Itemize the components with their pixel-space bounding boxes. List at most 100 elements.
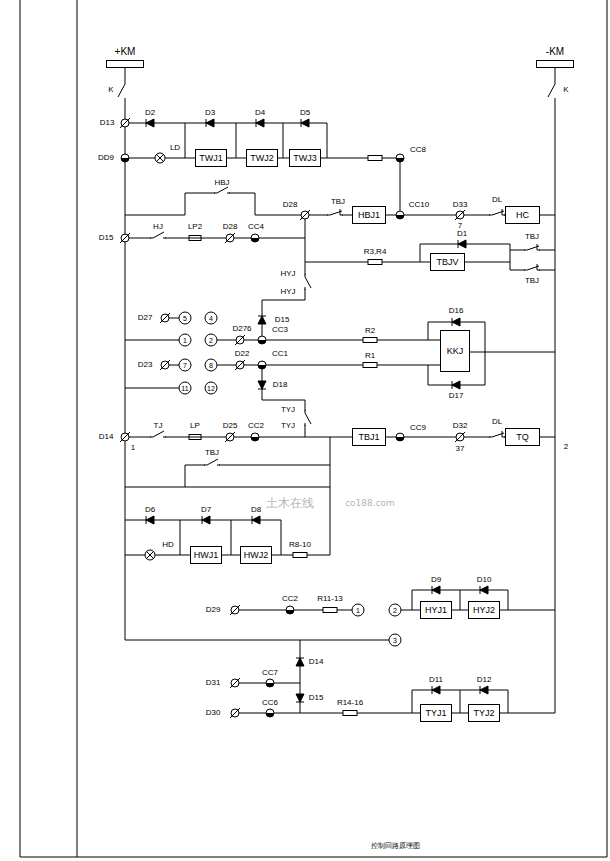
diodes xyxy=(146,119,488,702)
diode-symbol xyxy=(256,119,264,127)
terminal-symbol xyxy=(455,210,465,220)
coil-name: HYJ1 xyxy=(425,606,447,615)
circuit-label: 1 xyxy=(131,444,135,452)
diode-symbol xyxy=(480,686,488,694)
connector-symbol xyxy=(251,234,259,242)
resistor-symbol xyxy=(368,260,382,265)
pin-circle xyxy=(179,382,191,394)
circuit-label: D2 xyxy=(145,109,155,117)
circuit-label: 7 xyxy=(458,222,462,230)
wire-connector xyxy=(227,158,246,159)
circuit-label: LP xyxy=(190,422,200,430)
relay-coil-box: HWJ2 xyxy=(240,546,272,564)
circuit-label: D16 xyxy=(449,307,464,315)
circuit-label: DL xyxy=(492,418,502,426)
circuit-label: D25 xyxy=(223,422,238,430)
terminal-symbol xyxy=(160,360,170,370)
resistor-symbol xyxy=(343,711,357,716)
contact-symbol xyxy=(214,187,230,196)
terminal-symbol xyxy=(455,432,465,442)
coil-name: KKJ xyxy=(447,347,464,356)
bus-bar: -KM xyxy=(536,60,574,68)
contact-symbol xyxy=(524,244,540,253)
resistor-symbol xyxy=(368,156,382,161)
diode-symbol xyxy=(458,240,466,248)
diode-symbol xyxy=(258,316,266,324)
contact-symbol xyxy=(489,431,505,440)
relay-coil-box: HYJ2 xyxy=(468,601,500,619)
connector-symbol xyxy=(258,336,266,344)
contact-symbol xyxy=(489,209,505,218)
circuit-label: D22 xyxy=(235,350,250,358)
relay-coil-box: HBJ1 xyxy=(352,206,386,224)
circuit-label: TBJ xyxy=(525,277,539,285)
terminal-symbol xyxy=(160,313,170,323)
circuit-label: CC10 xyxy=(409,201,429,209)
diode-symbol xyxy=(296,694,304,702)
contact-symbol xyxy=(302,274,311,290)
circuit-label: D11 xyxy=(429,676,443,684)
circuit-label: D1 xyxy=(457,230,467,238)
circuit-label: D29 xyxy=(206,606,221,614)
circuit-label: D15 xyxy=(275,316,290,324)
coil-name: HBJ1 xyxy=(358,211,380,220)
connector-symbol xyxy=(396,211,404,219)
pin-number: 8 xyxy=(209,362,213,369)
pin-circle xyxy=(389,604,401,616)
circuit-label: CC3 xyxy=(272,326,288,334)
circuit-label: R3,R4 xyxy=(364,248,387,256)
circuit-label: K xyxy=(563,86,568,94)
connector-symbol xyxy=(286,606,294,614)
terminal-symbol xyxy=(235,335,245,345)
contact-symbol xyxy=(150,431,166,440)
connector-symbol xyxy=(121,154,129,162)
circuit-label: CC4 xyxy=(248,223,264,231)
coil-name: TYJ1 xyxy=(425,709,446,718)
coil-name: TYJ2 xyxy=(473,709,494,718)
caption: 控制回路原理图 xyxy=(371,842,420,849)
connector-symbol xyxy=(396,433,404,441)
circuit-label: R8-10 xyxy=(289,541,311,549)
terminal-symbol xyxy=(230,708,240,718)
connector-symbol xyxy=(251,433,259,441)
watermark: co188.com xyxy=(345,499,395,508)
pin-number: 1 xyxy=(356,607,360,614)
wire-connector xyxy=(278,158,289,159)
contact-symbol xyxy=(524,264,540,273)
relay-coil-box: TYJ1 xyxy=(420,704,452,722)
wiring xyxy=(118,68,555,713)
pin-number: 2 xyxy=(393,607,397,614)
relay-coil-box: TWJ3 xyxy=(289,149,321,167)
contact-symbol xyxy=(327,209,343,218)
connector-symbol xyxy=(258,361,266,369)
contact-symbol xyxy=(302,410,311,426)
pin-circle xyxy=(205,359,217,371)
coil-name: TQ xyxy=(516,433,529,442)
lamp-symbol xyxy=(145,550,155,560)
terminal-symbol xyxy=(120,432,130,442)
circuit-label: DL xyxy=(492,196,502,204)
circuit-label: D30 xyxy=(206,709,221,717)
diode-symbol xyxy=(258,381,266,389)
diode-symbol xyxy=(146,119,154,127)
circuit-label: D17 xyxy=(449,392,464,400)
pin-number: 3 xyxy=(393,637,397,644)
circuit-label: TBJ xyxy=(331,198,345,206)
resistor-symbol xyxy=(363,363,377,368)
circuit-label: TYJ xyxy=(281,422,295,430)
circuit-label: D7 xyxy=(201,506,211,514)
circuit-label: D18 xyxy=(273,381,288,389)
circuit-label: D12 xyxy=(477,676,492,684)
bus-name: +KM xyxy=(115,47,136,57)
diode-symbol xyxy=(206,119,214,127)
terminal-symbol xyxy=(120,118,130,128)
pin-number: 7 xyxy=(183,362,187,369)
circuit-label: DD9 xyxy=(98,154,114,162)
terminal-symbol xyxy=(300,210,310,220)
circuit-label: D15 xyxy=(99,234,114,242)
bus-name: -KM xyxy=(546,47,564,57)
circuit-label: CC2 xyxy=(248,422,264,430)
relay-coil-box: TYJ2 xyxy=(468,704,500,722)
pin-circle xyxy=(205,312,217,324)
